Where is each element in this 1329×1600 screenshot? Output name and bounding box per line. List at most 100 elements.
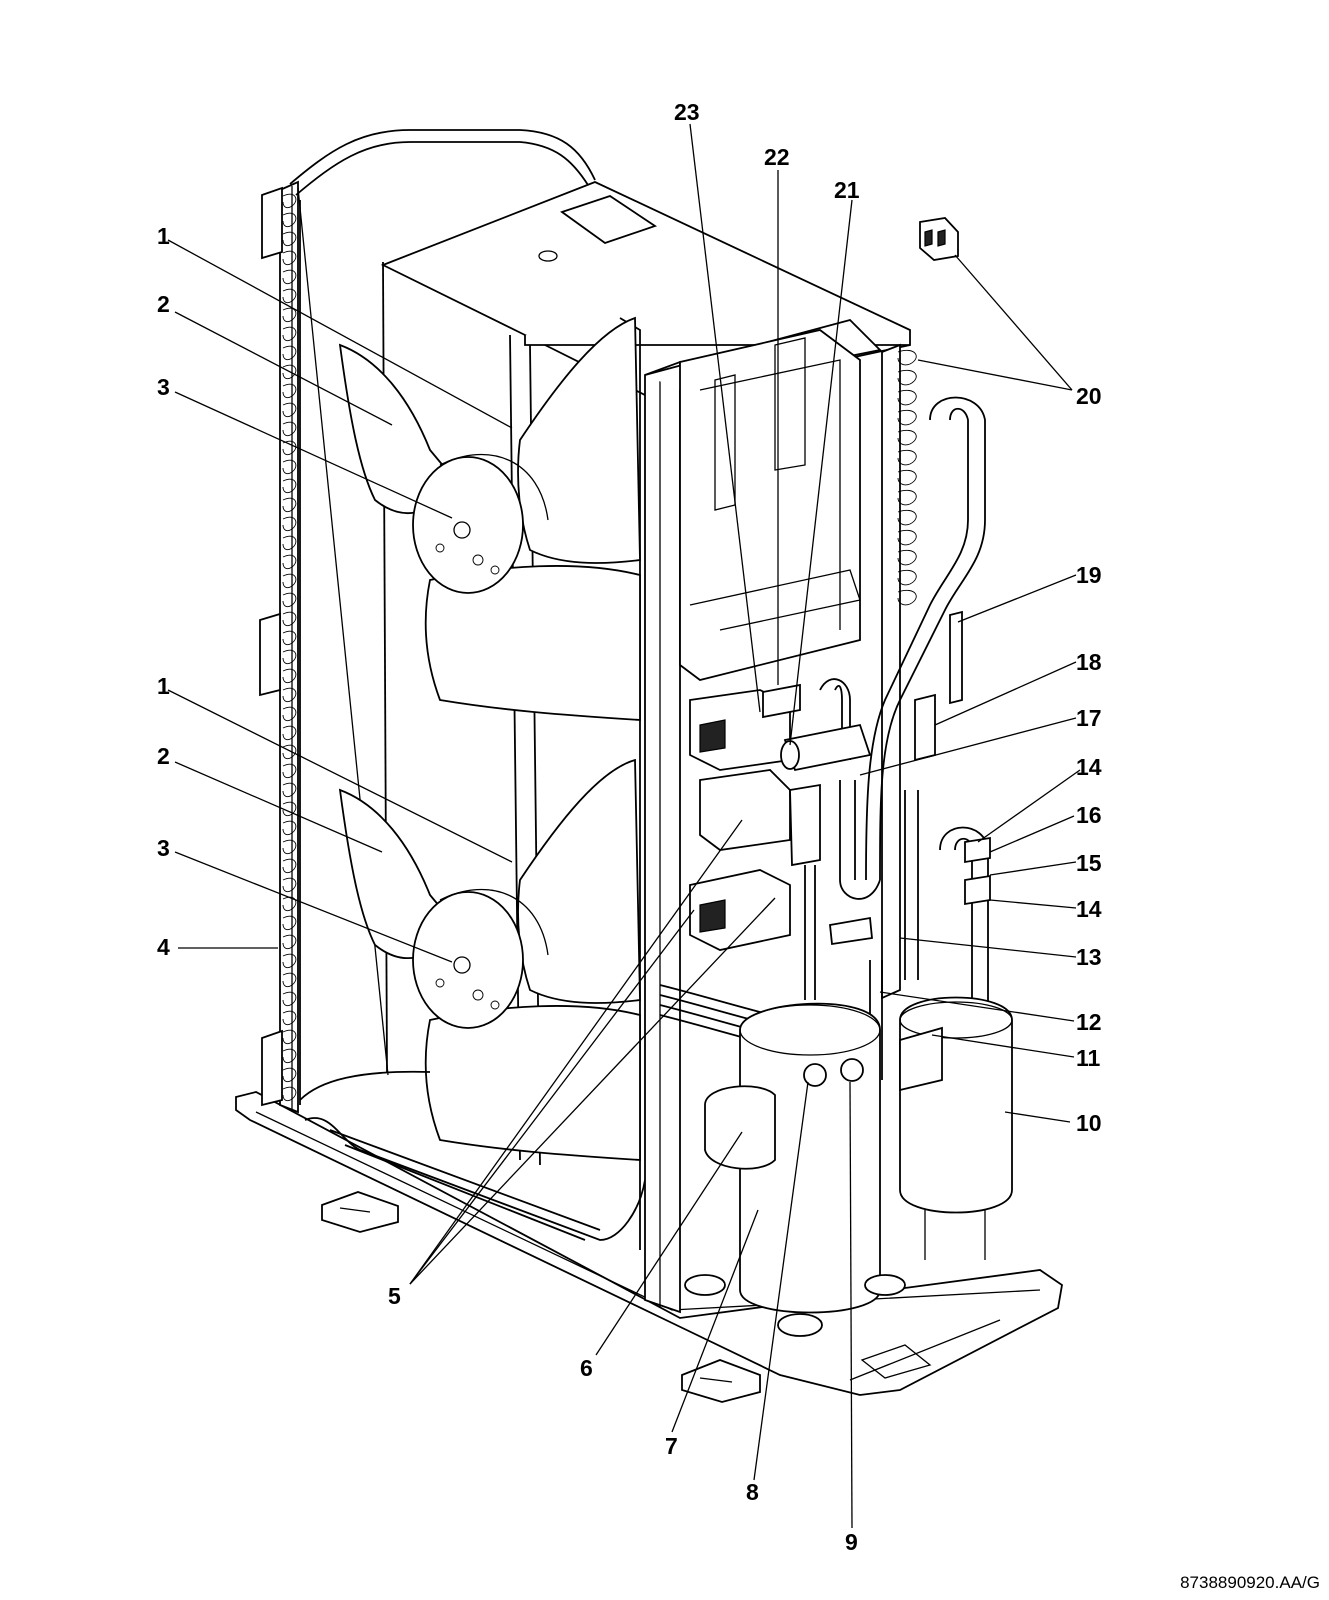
coil-tube-bend	[282, 934, 297, 950]
callout-6: 6	[580, 1355, 593, 1381]
leader-15	[989, 861, 1077, 876]
leader-11	[931, 1034, 1075, 1058]
lower-fan	[338, 758, 641, 1161]
callout-11: 11	[1076, 1045, 1101, 1071]
leader-5a	[409, 819, 743, 1285]
coil-tube-bend	[282, 763, 297, 779]
coil-tube-bend	[897, 550, 917, 566]
coil-tube-bend	[282, 896, 297, 912]
leader-5c	[409, 897, 776, 1285]
callout-1-lower: 1	[157, 673, 170, 699]
coil-tube-bend	[282, 1029, 297, 1045]
coil-tube-bend	[282, 820, 297, 836]
leader-12	[879, 991, 1075, 1022]
leader-7	[671, 1209, 759, 1433]
terminal-modules	[689, 689, 791, 951]
leader-20a	[954, 254, 1073, 391]
callout-7: 7	[665, 1433, 678, 1459]
coil-tube-bend	[282, 687, 297, 703]
coil-tube-bend	[282, 345, 297, 361]
coil-tube-bend	[282, 801, 297, 817]
coil-tube-bend	[897, 450, 917, 466]
coil-tube-bend	[282, 231, 297, 247]
upper-fan	[338, 316, 641, 721]
refrigerant-piping	[780, 396, 991, 1080]
coil-tube-bend	[282, 611, 297, 627]
callout-3-upper: 3	[157, 374, 170, 400]
coil-tube-bend	[282, 269, 297, 285]
coil-tube-bend	[282, 592, 297, 608]
coil-tube-bend	[897, 390, 917, 406]
leader-16	[989, 815, 1075, 853]
callout-3-lower: 3	[157, 835, 170, 861]
coil-tube-bend	[282, 421, 297, 437]
coil-tube-bend	[282, 402, 297, 418]
electrical-box	[679, 329, 861, 681]
leader-2-lower	[174, 761, 383, 853]
leader-1-lower	[167, 689, 513, 863]
coil-tube-bend	[282, 554, 297, 570]
leader-2-upper	[174, 311, 393, 426]
leader-10	[1004, 1111, 1071, 1123]
callout-20: 20	[1076, 383, 1102, 409]
callout-15: 15	[1076, 850, 1102, 876]
callout-2-upper: 2	[157, 291, 170, 317]
coil-tube-bend	[282, 497, 297, 513]
leader-19	[957, 574, 1077, 623]
leader-18	[934, 661, 1077, 726]
document-reference: 8738890920.AA/G	[1180, 1573, 1320, 1592]
coil-tube-bend	[897, 370, 917, 386]
base-tray	[299, 1070, 646, 1241]
coil-tube-bend	[282, 991, 297, 1007]
leader-3-lower	[174, 851, 453, 963]
leader-14-lower	[989, 899, 1077, 909]
coil-tube-bend	[282, 383, 297, 399]
coil-tube-bend	[897, 350, 917, 366]
coil-tube-bend	[282, 250, 297, 266]
coil-tube-bend	[897, 590, 917, 606]
callout-23: 23	[674, 99, 700, 125]
coil-tube-bend	[282, 649, 297, 665]
leader-13	[899, 937, 1077, 958]
coil-tube-bend	[282, 364, 297, 380]
coil-tube-bend	[282, 440, 297, 456]
callout-10: 10	[1076, 1110, 1102, 1136]
callout-17: 17	[1076, 705, 1102, 731]
mounting-feet	[321, 1191, 761, 1403]
callout-14-lower: 14	[1076, 896, 1102, 922]
callout-16: 16	[1076, 802, 1102, 828]
receiver-tank	[899, 996, 1013, 1260]
leader-17	[859, 717, 1077, 776]
coil-tube-bend	[897, 510, 917, 526]
leader-20b	[917, 359, 1073, 391]
coil-tube-bend	[282, 668, 297, 684]
leader-23	[689, 123, 761, 713]
coil-tube-bend	[282, 516, 297, 532]
coil-tube-bend	[897, 490, 917, 506]
coil-tube-bend	[282, 706, 297, 722]
compressor	[684, 1002, 906, 1337]
coil-tube-bend	[282, 953, 297, 969]
coil-tube-bend	[897, 430, 917, 446]
callout-19: 19	[1076, 562, 1102, 588]
leader-3-upper	[174, 391, 453, 519]
coil-tube-bend	[282, 1010, 297, 1026]
callout-18: 18	[1076, 649, 1102, 675]
callout-labels: 1 2 3 1 2 3 4 5 6 7 8 9 10 11 12 13 14 1…	[157, 99, 1102, 1555]
coil-tube-bend	[282, 725, 297, 741]
coil-tube-bend	[897, 570, 917, 586]
leader-14-upper	[977, 769, 1081, 843]
callout-9: 9	[845, 1529, 858, 1555]
coil-tube-bend	[282, 459, 297, 475]
coil-tube-bend	[282, 744, 297, 760]
coil-tube-bend	[282, 193, 297, 209]
coil-tube-bend	[282, 288, 297, 304]
coil-tube-bend	[282, 858, 297, 874]
leader-1-upper	[167, 239, 513, 429]
coil-tube-bend	[282, 782, 297, 798]
coil-tube-bend	[897, 470, 917, 486]
coil-tube-bend	[897, 530, 917, 546]
leader-lines	[167, 123, 1081, 1529]
leader-5b	[409, 909, 695, 1285]
